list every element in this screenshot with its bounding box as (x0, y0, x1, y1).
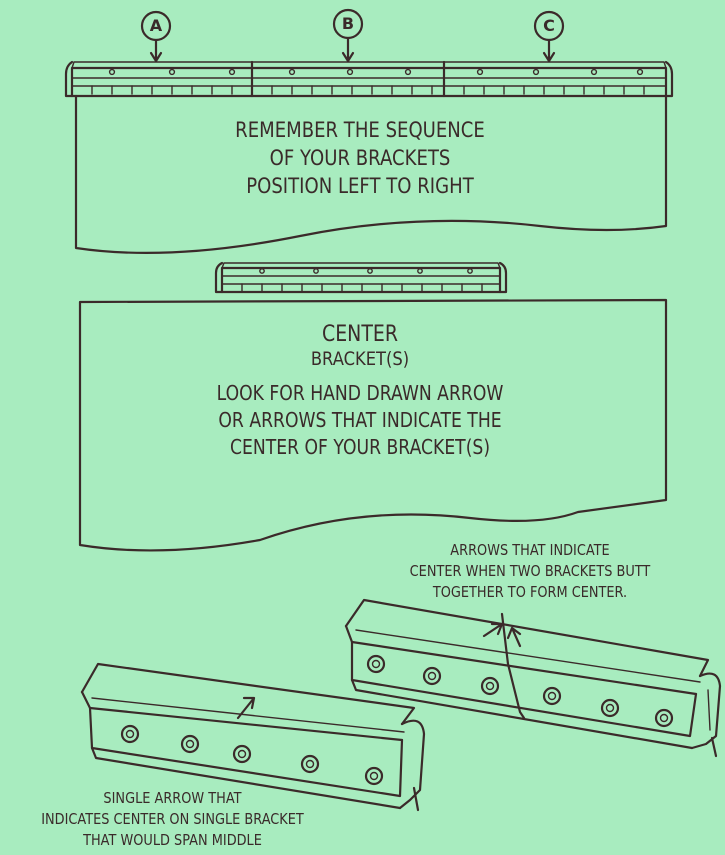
center-line-1: LOOK FOR HAND DRAWN ARROW (216, 381, 504, 405)
single-bracket-line-3: THAT WOULD SPAN MIDDLE (83, 831, 262, 849)
two-bracket-line-2: CENTER WHEN TWO BRACKETS BUTT (409, 562, 651, 580)
center-line-3: CENTER OF YOUR BRACKET(S) (229, 435, 491, 459)
single-bracket-line-2: INDICATES CENTER ON SINGLE BRACKET (41, 810, 304, 828)
top-window-panel (74, 94, 668, 254)
marker-a (140, 10, 172, 63)
center-window-panel (78, 298, 668, 552)
marker-b (332, 8, 364, 63)
single-bracket-illustration (80, 662, 426, 812)
bracket-label-c: C (543, 16, 555, 35)
center-line-2: OR ARROWS THAT INDICATE THE (218, 408, 502, 432)
bracket-label-a: A (149, 16, 163, 35)
single-bracket-bolts (120, 724, 384, 786)
marker-c (533, 10, 565, 63)
two-bracket-callout: ARROWS THAT INDICATE CENTER WHEN TWO BRA… (392, 540, 667, 603)
center-bracket-rail (214, 261, 508, 294)
center-subtitle: BRACKET(S) (310, 348, 410, 370)
center-instructions: LOOK FOR HAND DRAWN ARROW OR ARROWS THAT… (162, 380, 558, 461)
sequence-line-2: OF YOUR BRACKETS (269, 146, 451, 170)
two-bracket-line-1: ARROWS THAT INDICATE (450, 541, 610, 559)
double-bracket-bolts (366, 654, 674, 728)
sequence-instructions: REMEMBER THE SEQUENCE OF YOUR BRACKETS P… (188, 116, 532, 200)
top-bracket-rail (64, 60, 674, 98)
double-bracket-illustration (344, 598, 722, 758)
single-bracket-callout: SINGLE ARROW THAT INDICATES CENTER ON SI… (24, 788, 321, 851)
bracket-label-b: B (341, 14, 355, 33)
single-bracket-line-1: SINGLE ARROW THAT (103, 789, 242, 807)
sequence-line-3: POSITION LEFT TO RIGHT (246, 174, 474, 198)
sequence-line-1: REMEMBER THE SEQUENCE (235, 118, 485, 142)
center-title: CENTER (322, 322, 398, 347)
two-bracket-line-3: TOGETHER TO FORM CENTER. (432, 583, 628, 601)
